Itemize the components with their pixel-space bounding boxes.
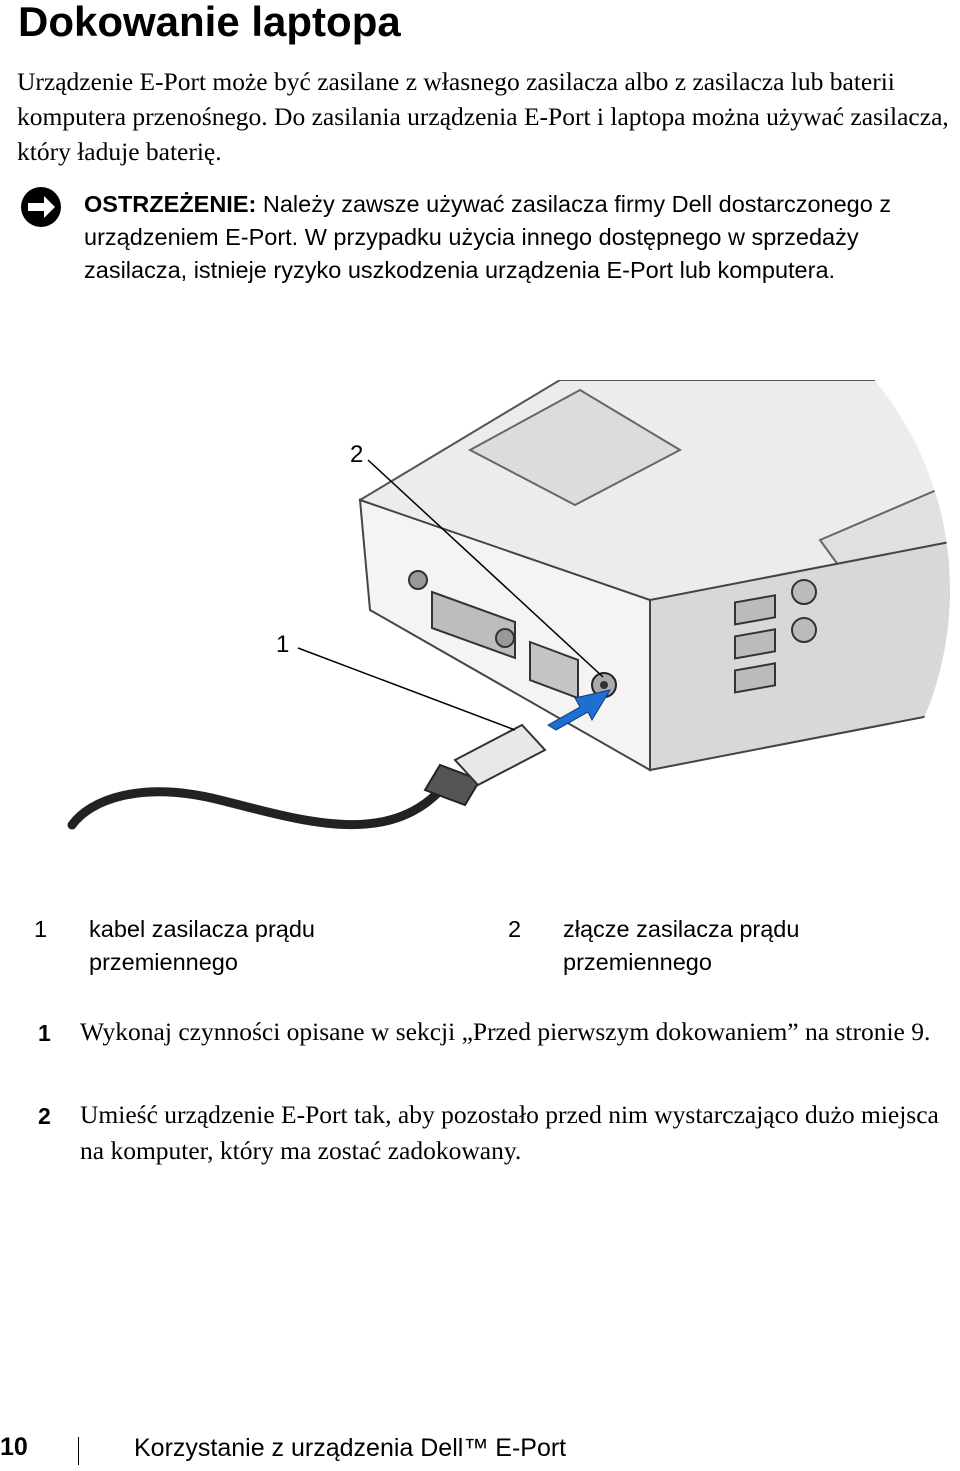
eport-illustration: 2 1 xyxy=(67,380,950,830)
step-num-1: 1 xyxy=(38,1020,51,1046)
legend-num-1: 1 xyxy=(34,916,48,942)
insert-arrow xyxy=(547,689,612,731)
power-cable xyxy=(67,780,450,830)
plug-barrel xyxy=(453,723,547,787)
footer-title: Korzystanie z urządzenia Dell™ E-Port xyxy=(134,1434,567,1462)
page-number: 10 xyxy=(0,1433,28,1461)
page-title: Dokowanie laptopa xyxy=(18,0,401,45)
legend-text-2: złącze zasilacza prądu przemiennego xyxy=(563,916,800,975)
callout-2: 2 xyxy=(350,441,363,468)
caution-icon xyxy=(21,187,61,227)
warning-text: OSTRZEŻENIE: Należy zawsze używać zasila… xyxy=(84,188,960,287)
callout-1: 1 xyxy=(276,631,289,658)
step-num-2: 2 xyxy=(38,1103,51,1129)
intro-paragraph: Urządzenie E-Port może być zasilane z wł… xyxy=(17,67,949,166)
warning-label: OSTRZEŻENIE: xyxy=(84,191,257,217)
dock-drawing xyxy=(358,380,950,772)
step-text-1: Wykonaj czynności opisane w sekcji „Prze… xyxy=(80,1017,931,1046)
step-text-2: Umieść urządzenie E-Port tak, aby pozost… xyxy=(80,1100,939,1165)
legend-num-2: 2 xyxy=(508,916,522,942)
legend-text-1: kabel zasilacza prądu przemiennego xyxy=(89,916,315,975)
footer-divider xyxy=(78,1437,79,1465)
warning-body: Należy zawsze używać zasilacza firmy Del… xyxy=(84,191,892,283)
